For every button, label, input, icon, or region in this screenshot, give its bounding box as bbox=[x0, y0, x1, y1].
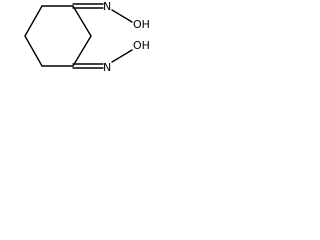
lower-no-single-bond bbox=[111, 49, 133, 63]
lower-hydroxyl-label: OH bbox=[133, 39, 150, 52]
ring-bond-2 bbox=[72, 5, 92, 37]
upper-oxime: N OH bbox=[72, 0, 150, 31]
chemical-structure-diagram: N OH N OH bbox=[24, 0, 150, 74]
lower-oxime: N OH bbox=[72, 39, 150, 74]
upper-hydroxyl-label: OH bbox=[133, 18, 150, 31]
lower-nitrogen-label: N bbox=[103, 61, 111, 74]
ring-bond-5 bbox=[24, 35, 43, 67]
cyclohexane-ring bbox=[24, 5, 92, 67]
upper-no-single-bond bbox=[111, 9, 133, 23]
ring-bond-6 bbox=[24, 5, 43, 37]
upper-nitrogen-label: N bbox=[103, 0, 111, 13]
ring-bond-3 bbox=[72, 35, 92, 67]
